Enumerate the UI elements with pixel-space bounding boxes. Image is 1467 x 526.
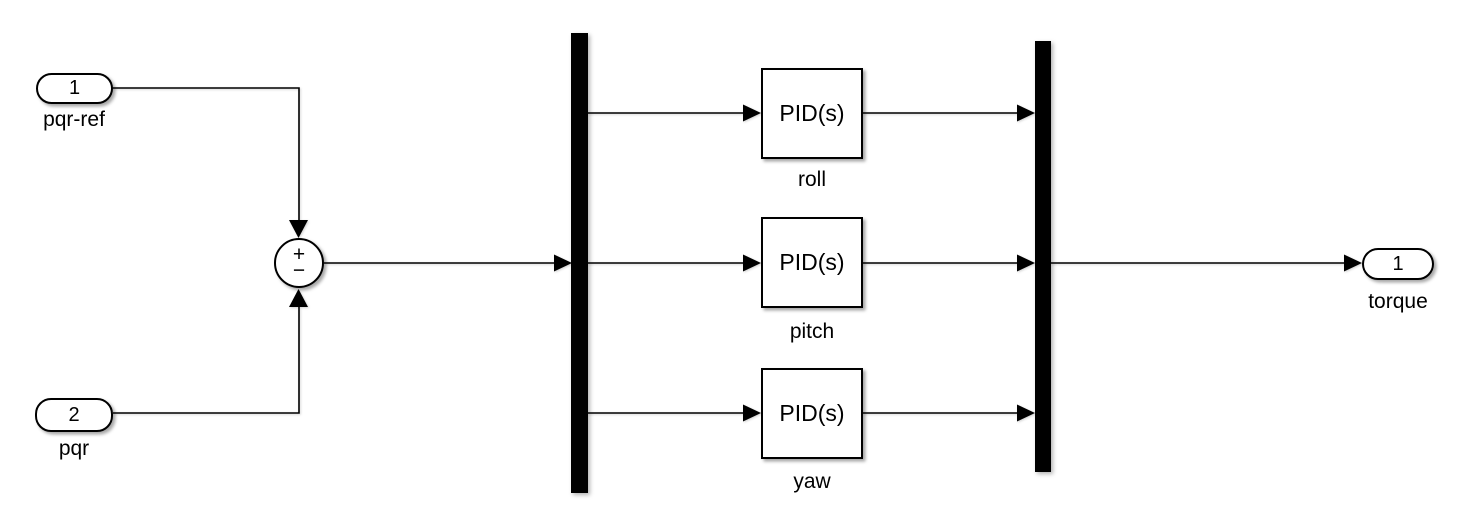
inport-label-pqr-ref[interactable]: pqr-ref — [43, 108, 105, 131]
pid-label-pitch[interactable]: pitch — [789, 320, 835, 343]
pid-block-text: PID(s) — [779, 400, 845, 426]
signal-line[interactable] — [112, 87, 308, 238]
pid-block-text: PID(s) — [779, 249, 845, 275]
inport-number: 1 — [68, 77, 81, 99]
pid-label-roll[interactable]: roll — [797, 168, 826, 191]
signal-line[interactable] — [1051, 254, 1362, 272]
signal-line[interactable] — [588, 254, 761, 272]
arrowhead — [1017, 404, 1035, 422]
outport-block-torque[interactable]: 1 — [1362, 248, 1434, 280]
arrowhead — [743, 254, 761, 272]
pid-label-yaw[interactable]: yaw — [793, 470, 831, 493]
arrowhead — [289, 220, 308, 238]
inport-number: 2 — [68, 403, 80, 426]
signal-line[interactable] — [113, 289, 308, 414]
arrowhead — [1344, 254, 1362, 272]
arrowhead — [743, 104, 761, 122]
signal-line[interactable] — [863, 104, 1035, 122]
signal-line[interactable] — [863, 254, 1035, 272]
sum-minus-sign: − — [292, 259, 306, 282]
signal-line[interactable] — [588, 104, 761, 122]
sum-plus-sign: + — [292, 243, 306, 266]
outport-label-torque[interactable]: torque — [1368, 290, 1428, 313]
outport-number: 1 — [1392, 252, 1404, 275]
arrowhead — [289, 289, 308, 307]
pid-block-yaw[interactable]: PID(s) — [761, 368, 863, 459]
arrowhead — [1017, 104, 1035, 122]
arrowhead — [743, 404, 761, 422]
inport-block-pqr[interactable]: 2 — [35, 398, 113, 432]
pid-block-pitch[interactable]: PID(s) — [761, 217, 863, 308]
pid-block-text: PID(s) — [779, 100, 845, 126]
signal-line[interactable] — [588, 404, 761, 422]
arrowhead — [554, 254, 572, 272]
inport-label-pqr[interactable]: pqr — [58, 437, 90, 460]
inport-block-pqr-ref[interactable]: 1 — [36, 73, 113, 104]
mux-bar[interactable] — [1035, 41, 1051, 472]
demux-bar[interactable] — [571, 33, 588, 493]
arrowhead — [1017, 254, 1035, 272]
signal-line[interactable] — [863, 404, 1035, 422]
signal-line[interactable] — [324, 254, 572, 272]
sum-block[interactable]: + − — [274, 238, 324, 288]
pid-block-roll[interactable]: PID(s) — [761, 68, 863, 159]
